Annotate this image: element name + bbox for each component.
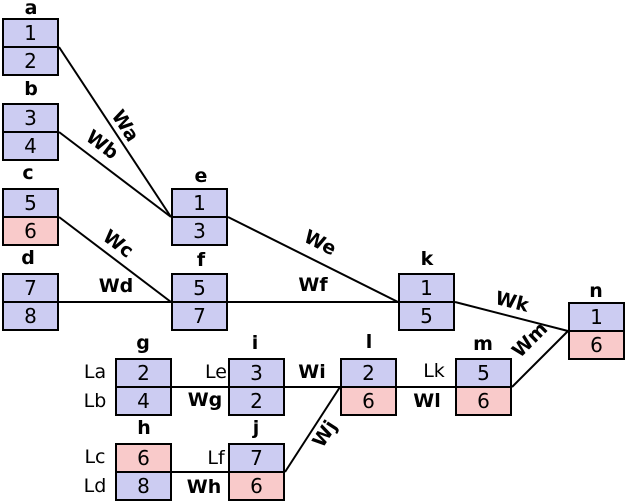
- node-m-label: m: [473, 333, 493, 355]
- node-a-cell-1: 1: [4, 20, 57, 46]
- node-j-cell-2: 6: [230, 471, 283, 499]
- node-a-cell-2: 2: [4, 46, 57, 74]
- label-Lb: Lb: [83, 390, 107, 412]
- edge-label-Wf: Wf: [298, 274, 328, 296]
- node-c-cell-1: 5: [4, 190, 57, 216]
- node-f-cell-1: 5: [173, 275, 226, 301]
- node-l-cell-2: 6: [342, 386, 395, 414]
- edge-k-n: [454, 301, 569, 332]
- node-i-cell-1: 3: [230, 360, 283, 386]
- node-h-cell-2: 8: [117, 471, 170, 499]
- edge-b-e: [58, 131, 172, 218]
- node-d-cell-2: 8: [4, 301, 57, 329]
- node-j-label: j: [252, 417, 260, 439]
- node-i-cell-2: 2: [230, 386, 283, 414]
- node-g-cell-1: 2: [117, 360, 170, 386]
- label-La: La: [83, 361, 107, 383]
- node-g-label: g: [136, 332, 150, 354]
- edge-e-k: [227, 216, 399, 303]
- edge-c-f: [58, 216, 172, 303]
- node-b-label: b: [24, 78, 38, 100]
- label-Lf: Lf: [207, 447, 225, 469]
- node-k-label: k: [420, 248, 434, 270]
- node-e-label: e: [194, 165, 208, 187]
- edge-j-l: [284, 386, 341, 473]
- edge-label-Wh: Wh: [186, 476, 222, 498]
- node-b-cell-1: 3: [4, 105, 57, 131]
- label-Lc: Lc: [84, 446, 106, 468]
- node-i-label: i: [251, 332, 259, 354]
- node-m-cell-2: 6: [457, 386, 510, 414]
- node-l-cell-1: 2: [342, 360, 395, 386]
- node-n-cell-2: 6: [570, 330, 623, 358]
- edge-m-n: [511, 330, 569, 388]
- node-m-cell-1: 5: [457, 360, 510, 386]
- node-a-label: a: [24, 0, 38, 19]
- node-e-cell-2: 3: [173, 216, 226, 244]
- edge-a-e: [58, 46, 172, 218]
- node-c-label: c: [22, 162, 34, 184]
- node-k-cell-1: 1: [400, 275, 453, 301]
- edge-label-Wi: Wi: [298, 361, 326, 383]
- label-Le: Le: [205, 361, 227, 383]
- node-g-cell-2: 4: [117, 386, 170, 414]
- node-f-cell-2: 7: [173, 301, 226, 329]
- node-c-cell-2: 6: [4, 216, 57, 244]
- node-d-cell-1: 7: [4, 275, 57, 301]
- node-k-cell-2: 5: [400, 301, 453, 329]
- node-e-cell-1: 1: [173, 190, 226, 216]
- node-f-label: f: [196, 249, 206, 271]
- node-h-cell-1: 6: [117, 445, 170, 471]
- node-j-cell-1: 7: [230, 445, 283, 471]
- label-Lk: Lk: [423, 360, 445, 382]
- edge-label-Wd: Wd: [98, 275, 134, 297]
- node-b-cell-2: 4: [4, 131, 57, 159]
- node-n-label: n: [589, 280, 603, 302]
- node-n-cell-1: 1: [570, 304, 623, 330]
- node-d-label: d: [21, 247, 35, 269]
- edge-label-Wg: Wg: [187, 389, 223, 411]
- node-l-label: l: [365, 331, 373, 353]
- edge-label-Wl: Wl: [413, 390, 441, 412]
- node-h-label: h: [137, 417, 151, 439]
- label-Ld: Ld: [83, 475, 107, 497]
